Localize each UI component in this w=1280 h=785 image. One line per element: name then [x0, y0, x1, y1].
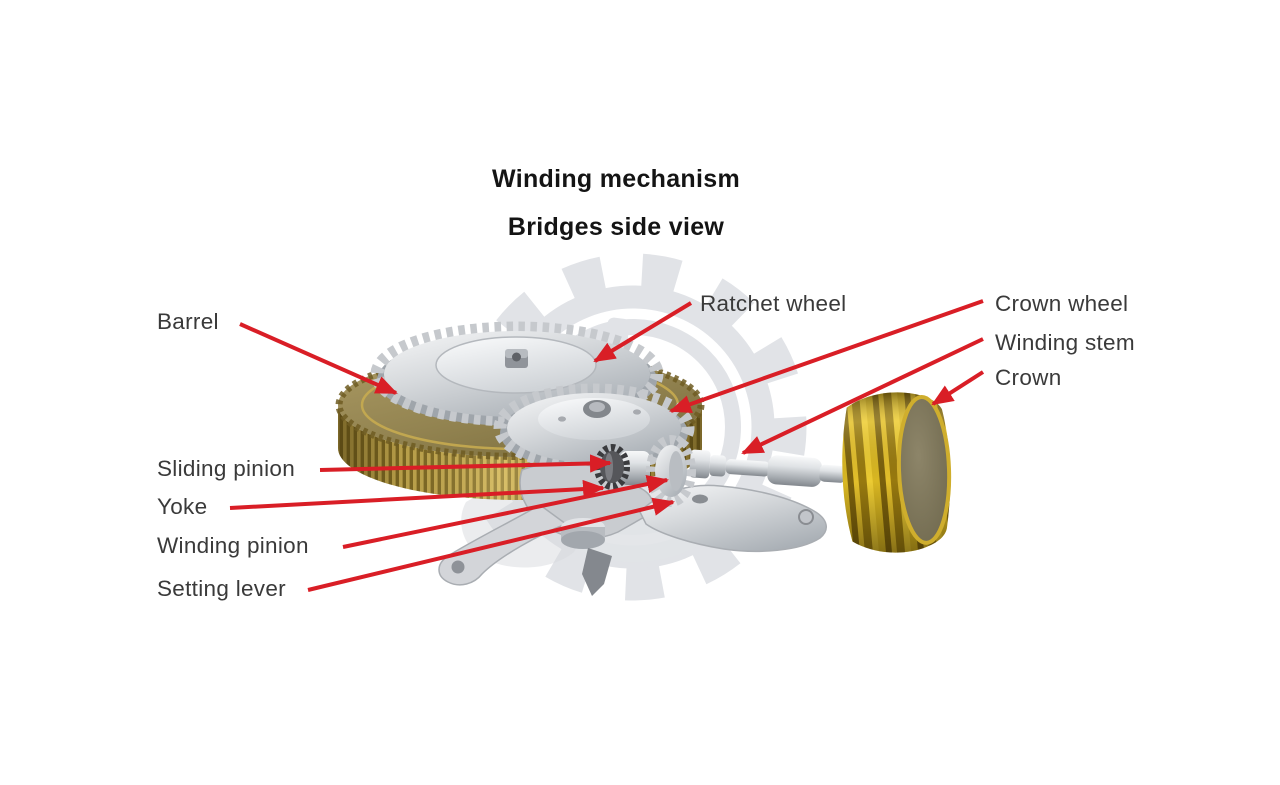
- label-winding-pinion: Winding pinion: [157, 533, 309, 558]
- label-sliding-pinion: Sliding pinion: [157, 456, 296, 481]
- label-crown-wheel: Crown wheel: [995, 291, 1129, 316]
- crown-wheel-arrow: [669, 299, 984, 414]
- barrel-arrow: [239, 322, 398, 395]
- ratchet-wheel-arrow: [593, 301, 693, 363]
- label-winding-stem: Winding stem: [995, 330, 1135, 355]
- sliding-pinion-arrow: [319, 454, 612, 473]
- setting-lever: [639, 484, 827, 553]
- label-crown: Crown: [995, 365, 1062, 390]
- setting-lever-arrow: [307, 497, 675, 592]
- sliding-pinion: [594, 444, 650, 490]
- winding-pinion-arrow: [342, 475, 669, 549]
- label-ratchet-wheel: Ratchet wheel: [700, 291, 847, 316]
- yoke-arrow: [229, 479, 605, 510]
- label-setting-lever: Setting lever: [157, 576, 286, 601]
- diagram-subtitle: Bridges side view: [507, 213, 725, 241]
- label-barrel: Barrel: [157, 309, 219, 334]
- label-yoke: Yoke: [157, 494, 208, 519]
- diagram-title: Winding mechanism: [492, 165, 740, 193]
- crown-knob: [842, 392, 952, 553]
- winding-stem-arrow: [741, 337, 984, 455]
- crown-arrow: [931, 370, 985, 406]
- ratchet-wheel-gear: [370, 321, 664, 427]
